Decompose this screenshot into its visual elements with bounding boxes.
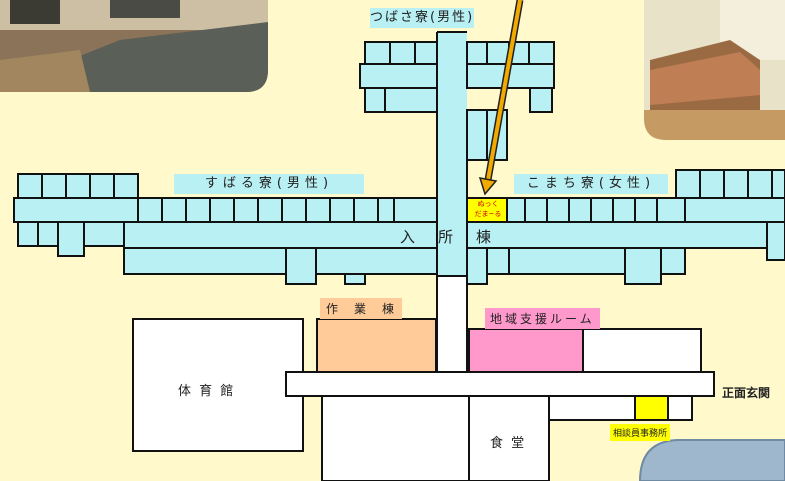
main-corridor (285, 371, 715, 397)
soudan-label: 相談員事務所 (610, 424, 671, 441)
sagyo-label: 作 業 棟 (320, 298, 403, 319)
soudan-office (634, 395, 669, 421)
komachi-wing (466, 169, 785, 285)
sagyo-building (316, 318, 437, 373)
lobby-photo (0, 0, 268, 92)
nukkudama-line-1: ぬっく (477, 200, 499, 208)
nukkudama-line-2: だま~る (474, 210, 502, 218)
button-corner (638, 439, 785, 481)
central-corridor (438, 33, 466, 276)
gym-building (132, 318, 304, 452)
bedroom-photo (644, 0, 785, 140)
subaru-wing (13, 173, 438, 285)
south-corridor (436, 275, 468, 373)
tsubasa-label: つばさ寮(男性) (370, 8, 474, 28)
nukkudama-arrow (478, 0, 524, 196)
office-wing (548, 395, 693, 421)
nyusho-label: 入 所 棟 (400, 228, 496, 246)
subaru-label: すばる寮(男性) (174, 174, 364, 194)
nukkudama-label: ぬっく だま~る (468, 199, 508, 219)
shokudo-building (468, 395, 550, 481)
building-sw (321, 395, 470, 481)
chiiki-room (468, 328, 584, 373)
shokudo-label: 食 堂 (490, 436, 527, 451)
genkan-label: 正面玄関 (722, 386, 771, 400)
chiiki-label: 地域支援ルーム (485, 308, 600, 329)
komachi-label: こまち寮(女性) (514, 174, 668, 194)
taiikukan-label: 体 育 館 (178, 384, 236, 399)
east-room (582, 328, 702, 373)
